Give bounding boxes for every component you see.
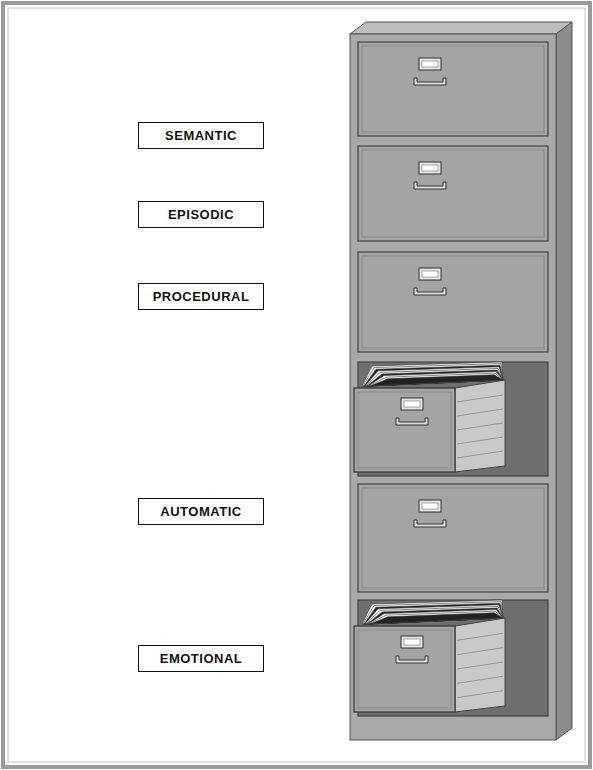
paper-sheet [367, 608, 503, 624]
drawer-bevel [362, 256, 544, 348]
drawer-side-line [457, 662, 503, 669]
label-card [422, 165, 438, 171]
page-frame-inner [8, 8, 585, 762]
label-card [404, 639, 420, 645]
label-box: PROCEDURAL [138, 283, 264, 310]
memory-type-label: SEMANTIC [165, 129, 237, 142]
drawer-front [354, 388, 455, 472]
paper-sheet [368, 372, 503, 386]
label-box: SEMANTIC [138, 122, 264, 149]
memory-type-label: EMOTIONAL [160, 652, 243, 665]
memory-type-label: PROCEDURAL [153, 290, 250, 303]
label-holder [419, 500, 441, 512]
drawer-pull [414, 78, 446, 85]
drawer-bevel [362, 488, 544, 588]
page-frame [3, 3, 590, 767]
drawer-bevel [362, 46, 544, 132]
drawer-front [358, 252, 548, 352]
drawer-side-line [457, 423, 503, 430]
paper-sheet [370, 375, 503, 386]
paper-sheet [366, 368, 503, 386]
label-card [404, 401, 420, 407]
paper-sheet [370, 613, 503, 624]
paper-sheet [363, 602, 503, 624]
drawer-front [358, 146, 548, 241]
label-card [422, 61, 438, 67]
drawer-pull [414, 520, 446, 527]
label-box: AUTOMATIC [138, 498, 264, 525]
label-holder [401, 398, 423, 410]
drawer-side [455, 380, 505, 472]
paper-sheet [362, 362, 503, 386]
paper-sheet [365, 605, 503, 624]
drawer-side-line [457, 676, 503, 683]
paper-sheet [363, 364, 503, 386]
cabinet-drawers [354, 42, 548, 716]
label-card [422, 503, 438, 509]
closed-drawer [358, 42, 548, 136]
drawer-side [455, 618, 505, 712]
paper-sheet [365, 367, 503, 386]
paper-sheet [362, 600, 503, 624]
label-holder [419, 162, 441, 174]
label-holder [401, 636, 423, 648]
drawer-pull [414, 288, 446, 295]
open-drawer [354, 362, 548, 476]
drawer-pull [414, 182, 446, 189]
drawer-front [358, 484, 548, 592]
paper-sheet [364, 365, 503, 386]
label-holder [419, 268, 441, 280]
label-box: EPISODIC [138, 201, 264, 228]
drawer-side-line [457, 409, 503, 416]
drawer-pull [396, 418, 428, 425]
drawer-bevel [358, 392, 451, 468]
closed-drawer [358, 484, 548, 592]
drawer-pull [396, 656, 428, 663]
paper-sheet [367, 370, 503, 386]
drawer-side-line [457, 437, 503, 444]
label-holder [419, 58, 441, 70]
drawer-front [358, 42, 548, 136]
open-drawer [354, 600, 548, 716]
drawer-side-line [457, 451, 503, 458]
cabinet-body [350, 22, 572, 740]
drawer-side-line [457, 648, 503, 655]
memory-type-label: EPISODIC [168, 208, 234, 221]
drawer-side-line [457, 691, 503, 698]
label-box: EMOTIONAL [138, 645, 264, 672]
drawer-side-line [457, 395, 503, 402]
paper-sheet [364, 603, 503, 624]
closed-drawer [358, 252, 548, 352]
paper-sheet [368, 610, 503, 624]
drawer-bevel [362, 150, 544, 237]
label-card [422, 271, 438, 277]
closed-drawer [358, 146, 548, 241]
drawer-front [354, 626, 455, 712]
drawer-side-line [457, 633, 503, 640]
memory-type-label: AUTOMATIC [160, 505, 241, 518]
paper-sheet [366, 606, 503, 624]
paper-sheet [369, 373, 503, 386]
paper-sheet [369, 611, 503, 624]
drawer-bevel [358, 630, 451, 708]
